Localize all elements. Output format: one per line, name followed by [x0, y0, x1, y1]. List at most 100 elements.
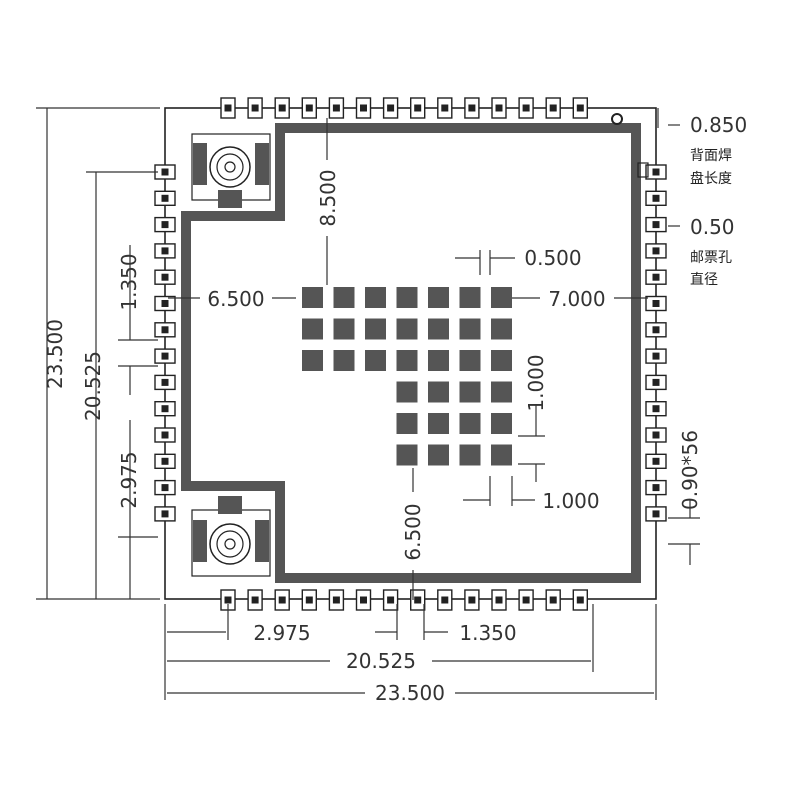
- center-pad-array: [302, 287, 512, 466]
- dimension-lines: [36, 107, 700, 700]
- center-pad: [396, 350, 418, 371]
- pin-hole: [251, 104, 259, 112]
- dim-pin-pitch-bottom: 1.350: [459, 621, 516, 645]
- dim-center-offset-left: 6.500: [207, 287, 264, 311]
- center-pad: [491, 287, 512, 308]
- pin-hole: [549, 596, 557, 604]
- center-pad: [333, 287, 355, 308]
- pin-hole: [161, 510, 169, 518]
- pin-hole: [652, 431, 660, 439]
- center-pad: [491, 350, 512, 371]
- top-edge-pins: [220, 97, 588, 119]
- pin-hole: [305, 596, 313, 604]
- center-pad: [428, 318, 449, 340]
- dim-stamp-hole: 0.50: [690, 215, 735, 239]
- pin-hole: [468, 104, 476, 112]
- pin-hole: [652, 457, 660, 465]
- center-pad: [302, 287, 323, 308]
- center-pad: [491, 318, 512, 340]
- dim-pad-pitch-x: 1.000: [542, 489, 599, 513]
- pin-hole: [652, 352, 660, 360]
- pin-hole: [652, 484, 660, 492]
- note-stamp-hole-line1: 邮票孔: [690, 250, 732, 266]
- module-border-path: [181, 123, 641, 583]
- center-pad: [459, 444, 481, 466]
- center-pad: [491, 381, 512, 403]
- dim-pad-gap: 0.500: [524, 246, 581, 270]
- antenna-connector-top: [191, 133, 271, 208]
- pin-hole: [387, 104, 395, 112]
- center-pad: [396, 381, 418, 403]
- pin-hole: [652, 194, 660, 202]
- pin-hole: [652, 300, 660, 307]
- pin-hole: [522, 596, 530, 604]
- pin-hole: [652, 326, 660, 334]
- pin-hole: [414, 104, 422, 112]
- right-edge-pins: [645, 164, 667, 522]
- pin-hole: [549, 104, 557, 112]
- pin-hole: [652, 221, 660, 229]
- pin-hole: [522, 104, 530, 112]
- pin-hole: [414, 596, 422, 604]
- pin-hole: [652, 273, 660, 281]
- center-pad: [459, 381, 481, 403]
- pin-hole: [161, 326, 169, 334]
- center-pad: [459, 350, 481, 371]
- pin-hole: [652, 378, 660, 386]
- pin-hole: [161, 168, 169, 176]
- pin-hole: [360, 104, 367, 112]
- center-pad: [333, 350, 355, 371]
- dim-center-offset-right: 7.000: [548, 287, 605, 311]
- pin-hole: [652, 405, 660, 413]
- note-back-pad-length-line2: 盘长度: [690, 170, 732, 187]
- center-pad: [428, 350, 449, 371]
- center-pad: [459, 287, 481, 308]
- pin-hole: [468, 596, 476, 604]
- pin-hole: [441, 596, 449, 604]
- center-pad: [396, 444, 418, 466]
- note-back-pad-length-line1: 背面焊: [690, 148, 732, 164]
- center-pad: [365, 350, 386, 371]
- center-pad: [365, 318, 386, 340]
- dim-overall-height: 23.500: [43, 319, 67, 389]
- antenna-connector-bottom: [191, 496, 271, 577]
- center-pad: [333, 318, 355, 340]
- pin-hole: [161, 431, 169, 439]
- center-pad: [365, 287, 386, 308]
- bottom-edge-pins: [220, 589, 588, 611]
- center-pad: [396, 318, 418, 340]
- dim-center-offset-bottom: 6.500: [401, 503, 425, 560]
- pin-hole: [224, 596, 232, 604]
- pin-hole: [161, 457, 169, 465]
- center-pad: [428, 287, 449, 308]
- pin-hole: [161, 378, 169, 386]
- pin-hole: [161, 247, 169, 255]
- dim-center-offset-top: 8.500: [316, 169, 340, 226]
- dim-left-offset-bottom: 2.975: [253, 621, 310, 645]
- pin-hole: [652, 510, 660, 518]
- dim-pin-span-height: 20.525: [81, 351, 105, 421]
- pin-hole: [224, 104, 232, 112]
- center-pad: [428, 444, 449, 466]
- pin-hole: [305, 104, 313, 112]
- dim-pin-count: 0.90*56: [678, 430, 702, 510]
- center-pad: [302, 350, 323, 371]
- pin-hole: [332, 596, 340, 604]
- pin-hole: [161, 484, 169, 492]
- left-edge-pins: [154, 164, 176, 522]
- pin-hole: [495, 596, 503, 604]
- pin-hole: [332, 104, 340, 112]
- back-pad-marker: [637, 162, 649, 178]
- pin-hole: [652, 247, 660, 255]
- pin-hole: [360, 596, 367, 604]
- pin-hole: [576, 104, 584, 112]
- dim-overall-width: 23.500: [375, 681, 445, 705]
- pin-hole: [278, 596, 286, 604]
- dim-pin-span-width: 20.525: [346, 649, 416, 673]
- pin-hole: [161, 405, 169, 413]
- pin-hole: [161, 221, 169, 229]
- center-pad: [459, 413, 481, 434]
- pin1-marker: [611, 113, 623, 125]
- pin-hole: [161, 273, 169, 281]
